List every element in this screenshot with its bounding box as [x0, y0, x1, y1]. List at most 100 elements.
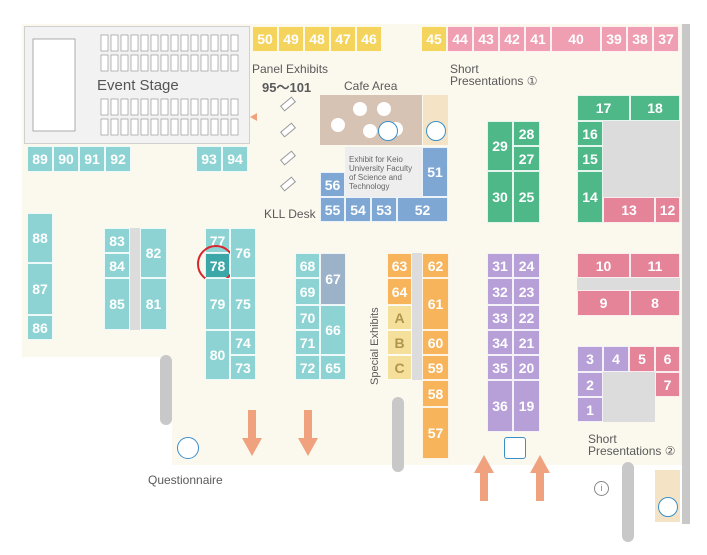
- booth-23[interactable]: 23: [513, 278, 540, 305]
- booth-5[interactable]: 5: [629, 346, 655, 372]
- booth-52[interactable]: 52: [397, 197, 448, 222]
- booth-71[interactable]: 71: [295, 330, 320, 355]
- booth-49[interactable]: 49: [278, 26, 304, 52]
- booth-46[interactable]: 46: [356, 26, 382, 52]
- booth-75[interactable]: 75: [230, 278, 256, 330]
- event-stage[interactable]: Event Stage: [24, 26, 250, 144]
- booth-22[interactable]: 22: [513, 305, 540, 330]
- booth-66[interactable]: 66: [320, 305, 346, 355]
- booth-3[interactable]: 3: [577, 346, 603, 372]
- booth-42[interactable]: 42: [499, 26, 525, 52]
- booth-21[interactable]: 21: [513, 330, 540, 355]
- booth-62[interactable]: 62: [422, 253, 449, 278]
- booth-34[interactable]: 34: [487, 330, 513, 355]
- booth-11[interactable]: 11: [630, 253, 680, 278]
- booth-9[interactable]: 9: [577, 290, 630, 316]
- booth-87[interactable]: 87: [27, 263, 53, 315]
- booth-39[interactable]: 39: [601, 26, 627, 52]
- booth-38[interactable]: 38: [627, 26, 653, 52]
- booth-57[interactable]: 57: [422, 407, 449, 459]
- booth-13[interactable]: 13: [603, 197, 655, 223]
- booth-81[interactable]: 81: [140, 278, 167, 330]
- seat: [200, 118, 209, 136]
- booth-27[interactable]: 27: [513, 146, 540, 171]
- booth-80[interactable]: 80: [205, 330, 230, 380]
- cafe-area[interactable]: [320, 95, 422, 145]
- booth-59[interactable]: 59: [422, 355, 449, 380]
- booth-76[interactable]: 76: [230, 228, 256, 278]
- booth-24[interactable]: 24: [513, 253, 540, 278]
- booth-68[interactable]: 68: [295, 253, 320, 278]
- booth-7[interactable]: 7: [655, 372, 680, 397]
- booth-61[interactable]: 61: [422, 278, 449, 330]
- booth-55[interactable]: 55: [320, 197, 345, 222]
- booth-2[interactable]: 2: [577, 372, 603, 397]
- booth-91[interactable]: 91: [79, 146, 105, 172]
- booth-18[interactable]: 18: [630, 95, 680, 121]
- booth-58[interactable]: 58: [422, 380, 449, 407]
- booth-33[interactable]: 33: [487, 305, 513, 330]
- booth-73[interactable]: 73: [230, 355, 256, 380]
- booth-90[interactable]: 90: [53, 146, 79, 172]
- booth-14[interactable]: 14: [577, 171, 603, 223]
- booth-6[interactable]: 6: [655, 346, 680, 372]
- booth-56[interactable]: 56: [320, 172, 345, 197]
- booth-88[interactable]: 88: [27, 213, 53, 263]
- booth-37[interactable]: 37: [653, 26, 679, 52]
- booth-28[interactable]: 28: [513, 121, 540, 146]
- booth-20[interactable]: 20: [513, 355, 540, 380]
- booth-94[interactable]: 94: [222, 146, 248, 172]
- keio-exhibit-area[interactable]: Exhibit for Keio University Faculty of S…: [345, 147, 422, 197]
- booth-44[interactable]: 44: [447, 26, 473, 52]
- questionnaire-icon[interactable]: [177, 437, 199, 459]
- booth-93[interactable]: 93: [196, 146, 222, 172]
- booth-40[interactable]: 40: [551, 26, 601, 52]
- booth-16[interactable]: 16: [577, 121, 603, 146]
- booth-63[interactable]: 63: [387, 253, 412, 278]
- booth-83[interactable]: 83: [104, 228, 130, 253]
- booth-30[interactable]: 30: [487, 171, 513, 223]
- booth-86[interactable]: 86: [27, 315, 53, 340]
- booth-A[interactable]: A: [387, 305, 412, 330]
- booth-31[interactable]: 31: [487, 253, 513, 278]
- booth-53[interactable]: 53: [371, 197, 397, 222]
- booth-72[interactable]: 72: [295, 355, 320, 380]
- booth-45[interactable]: 45: [421, 26, 447, 52]
- booth-74[interactable]: 74: [230, 330, 256, 355]
- booth-92[interactable]: 92: [105, 146, 131, 172]
- booth-17[interactable]: 17: [577, 95, 630, 121]
- booth-10[interactable]: 10: [577, 253, 630, 278]
- booth-29[interactable]: 29: [487, 121, 513, 171]
- booth-82[interactable]: 82: [140, 228, 167, 278]
- booth-48[interactable]: 48: [304, 26, 330, 52]
- booth-60[interactable]: 60: [422, 330, 449, 355]
- booth-25[interactable]: 25: [513, 171, 540, 223]
- info-icon[interactable]: i: [594, 481, 609, 496]
- booth-65[interactable]: 65: [320, 355, 346, 380]
- booth-C[interactable]: C: [387, 355, 412, 380]
- booth-84[interactable]: 84: [104, 253, 130, 278]
- booth-1[interactable]: 1: [577, 397, 603, 422]
- booth-67[interactable]: 67: [320, 253, 346, 305]
- booth-70[interactable]: 70: [295, 305, 320, 330]
- booth-51[interactable]: 51: [422, 147, 448, 197]
- booth-35[interactable]: 35: [487, 355, 513, 380]
- booth-89[interactable]: 89: [27, 146, 53, 172]
- booth-4[interactable]: 4: [603, 346, 629, 372]
- booth-B[interactable]: B: [387, 330, 412, 355]
- booth-41[interactable]: 41: [525, 26, 551, 52]
- booth-64[interactable]: 64: [387, 278, 412, 305]
- booth-47[interactable]: 47: [330, 26, 356, 52]
- booth-36[interactable]: 36: [487, 380, 513, 432]
- booth-43[interactable]: 43: [473, 26, 499, 52]
- booth-12[interactable]: 12: [655, 197, 680, 223]
- booth-50[interactable]: 50: [252, 26, 278, 52]
- booth-8[interactable]: 8: [630, 290, 680, 316]
- booth-85[interactable]: 85: [104, 278, 130, 330]
- booth-15[interactable]: 15: [577, 146, 603, 171]
- booth-79[interactable]: 79: [205, 278, 230, 330]
- booth-32[interactable]: 32: [487, 278, 513, 305]
- booth-69[interactable]: 69: [295, 278, 320, 305]
- booth-19[interactable]: 19: [513, 380, 540, 432]
- booth-54[interactable]: 54: [345, 197, 371, 222]
